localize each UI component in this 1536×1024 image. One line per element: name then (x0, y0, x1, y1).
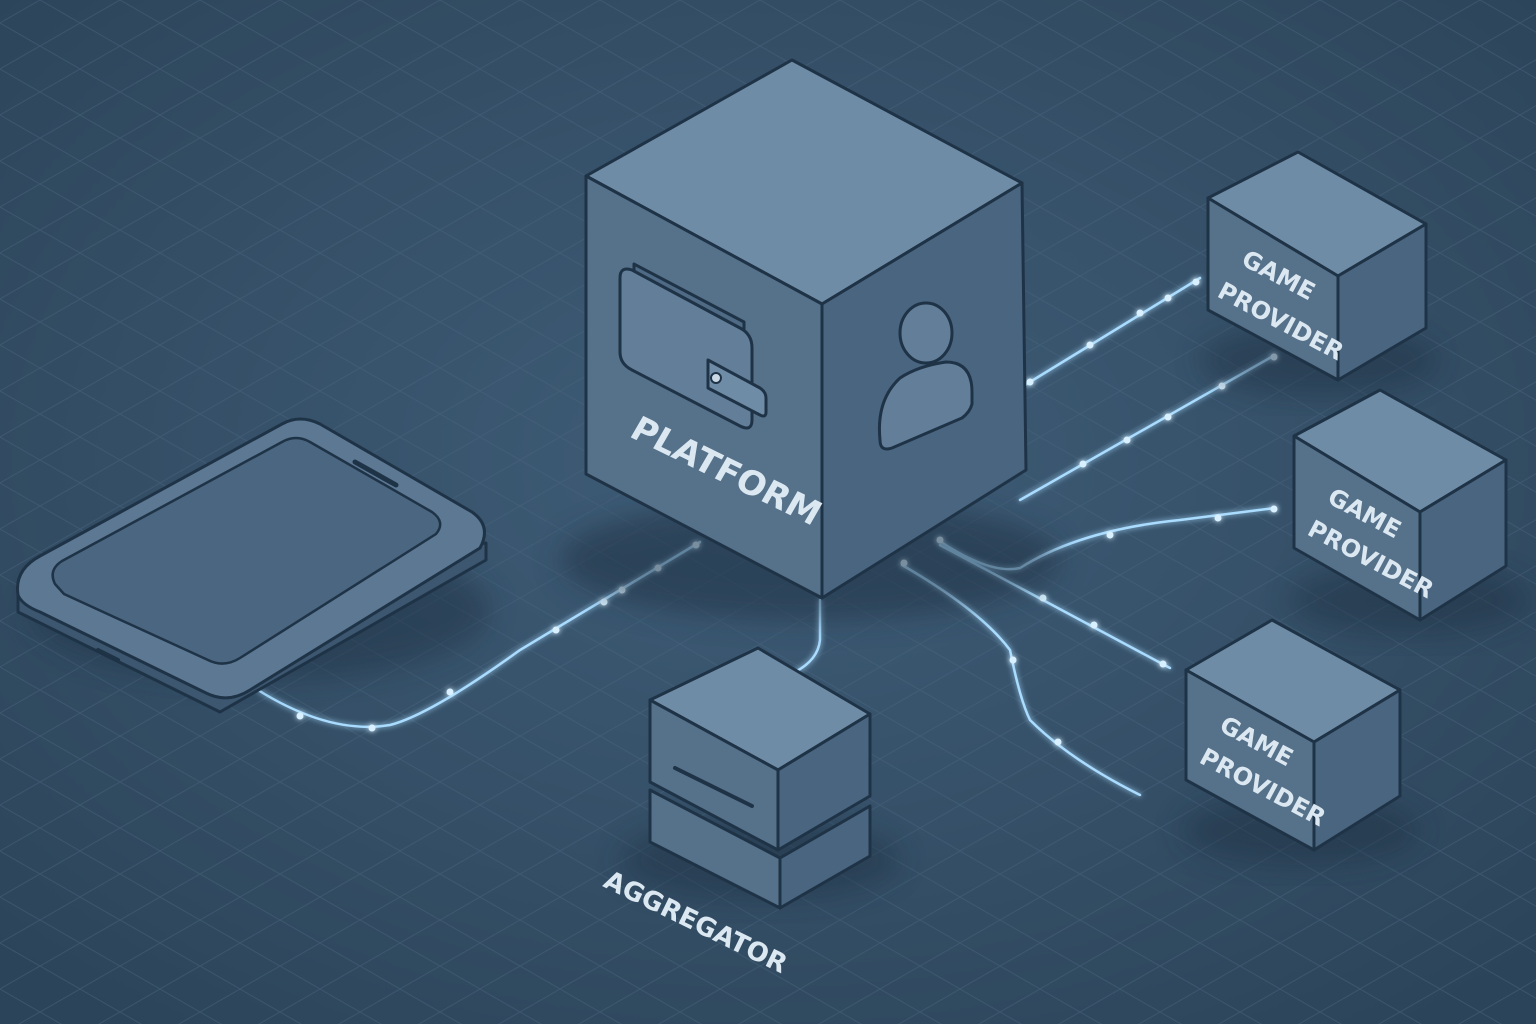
tablet-speaker (352, 459, 399, 488)
game-provider-mid: GAME PROVIDER (1290, 388, 1530, 635)
connector-platform-aggregator (793, 598, 822, 674)
connector-platform-provider-top (1023, 276, 1202, 387)
connector-tablet-platform (256, 540, 702, 729)
platform-node: PLATFORM (560, 58, 1060, 620)
wallet-icon (618, 262, 768, 430)
game-provider-bottom: GAME PROVIDER (1180, 618, 1420, 865)
tablet-port (96, 648, 120, 662)
aggregator-block-lower (648, 788, 872, 910)
user-icon (877, 301, 974, 451)
game-provider-top: GAME PROVIDER (1200, 150, 1440, 395)
tablet-screen (51, 436, 442, 665)
aggregator-slot (673, 766, 754, 808)
aggregator-block-upper (648, 646, 872, 852)
tablet-device (15, 417, 490, 714)
